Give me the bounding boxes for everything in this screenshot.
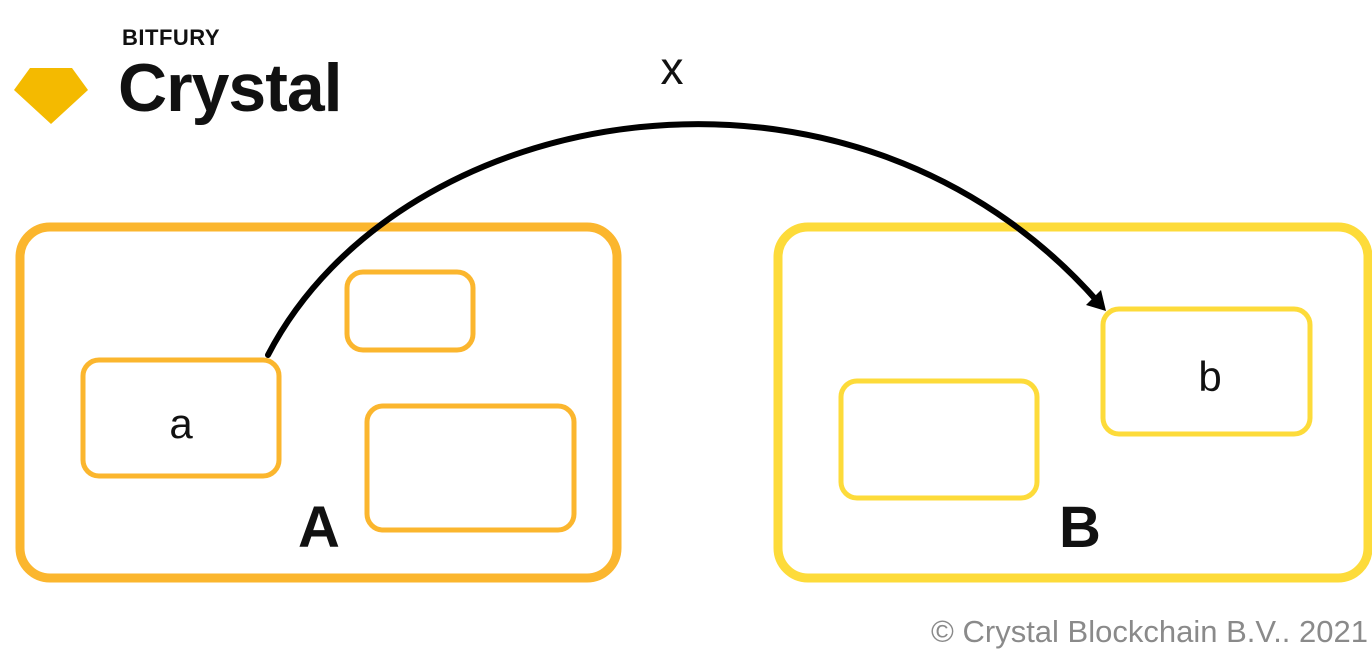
node-a [80,357,282,479]
cluster-a-box-small [344,269,476,353]
arrowhead-icon [1086,290,1106,311]
brand-company: BITFURY [122,25,221,50]
cluster-a-label: A [298,495,340,560]
cluster-b-box [838,378,1040,501]
edge-label: x [661,42,684,94]
brand-product: Crystal [118,50,343,126]
transfer-arrow [265,121,1101,358]
node-a-label: a [169,400,193,447]
cluster-b [773,222,1372,583]
cluster-b-label: B [1059,495,1101,560]
cluster-a [15,222,622,583]
node-b-label: b [1198,353,1221,400]
node-b [1100,306,1313,437]
copyright-footer: © Crystal Blockchain B.V.. 2021 [931,614,1368,649]
cluster-a-box-large [364,403,577,533]
diamond-icon [14,68,88,124]
